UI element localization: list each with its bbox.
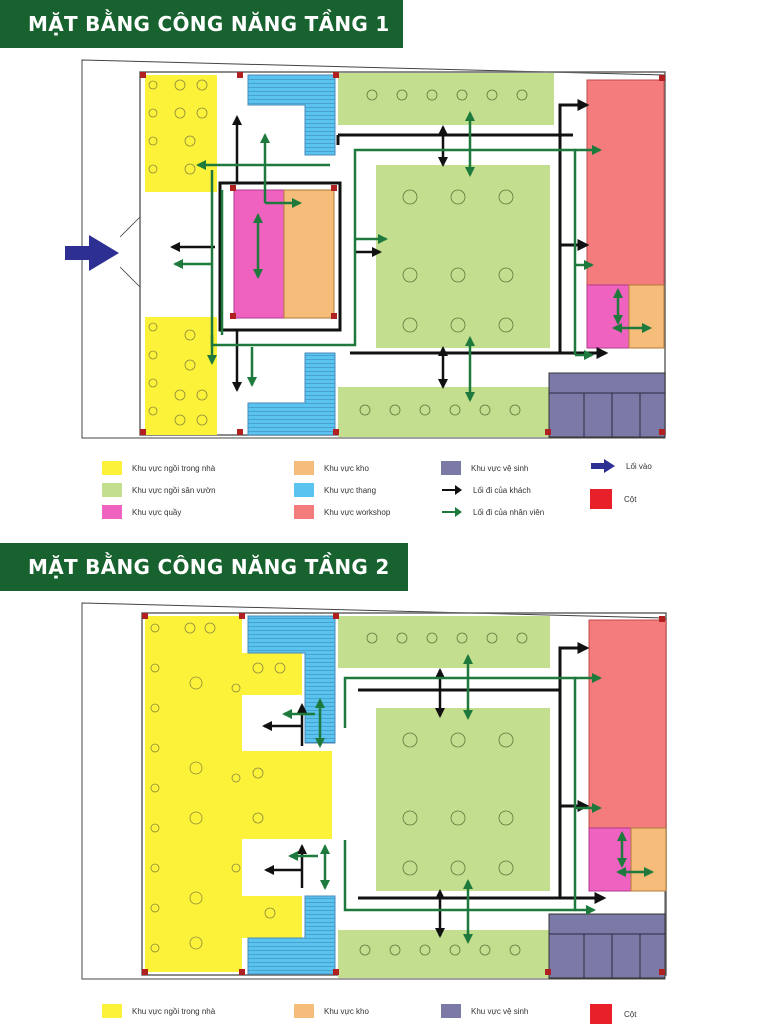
legend-counter: Khu vực quầy <box>102 505 181 519</box>
legend-indoor-swatch <box>102 461 122 475</box>
toilet-area <box>548 372 666 438</box>
legend-workshop: Khu vực workshop <box>294 505 390 519</box>
garden-top <box>338 73 554 125</box>
workshop-area <box>586 79 665 286</box>
legend2-column-swatch <box>590 1004 612 1024</box>
legend2-toilet-swatch <box>441 1004 461 1018</box>
legend-column: Cột <box>590 489 636 509</box>
indoor-seating-main <box>145 616 242 972</box>
legend-workshop-label: Khu vực workshop <box>324 507 391 517</box>
legend-storage-swatch <box>294 461 314 475</box>
floor1-title-banner: MẶT BẰNG CÔNG NĂNG TẦNG 1 <box>0 0 403 48</box>
floor1-title: MẶT BẰNG CÔNG NĂNG TẦNG 1 <box>28 12 390 36</box>
legend-storage: Khu vực kho <box>294 461 369 475</box>
storage-area <box>283 189 335 319</box>
stairs-bottom <box>247 352 336 436</box>
legend-staff-path-label: Lối đi của nhân viên <box>473 507 545 517</box>
legend-entrance: Lối vào <box>590 459 652 473</box>
garden-center <box>376 165 550 348</box>
legend-garden-label: Khu vực ngồi sân vườn <box>132 485 216 495</box>
legend-stairs-swatch <box>294 483 314 497</box>
legend-guest-path-label: Lối đi của khách <box>473 485 531 495</box>
floor2-plan <box>81 602 667 980</box>
legend2-column-label: Cột <box>624 1009 637 1019</box>
legend2-storage-label: Khu vực kho <box>324 1006 369 1016</box>
guest-path-arrow-icon <box>442 485 462 495</box>
legend2-storage: Khu vực kho <box>294 1004 369 1018</box>
legend-counter-label: Khu vực quầy <box>132 507 182 517</box>
staff-path-arrow-icon <box>442 507 462 517</box>
floor2-title: MẶT BẰNG CÔNG NĂNG TẦNG 2 <box>28 555 390 579</box>
legend-stairs: Khu vực thang <box>294 483 376 497</box>
floor2-title-banner: MẶT BẰNG CÔNG NĂNG TẦNG 2 <box>0 543 408 591</box>
garden-bottom <box>338 387 550 437</box>
legend-entrance-label: Lối vào <box>626 461 652 471</box>
legend-indoor: Khu vực ngồi trong nhà <box>102 461 215 475</box>
entrance-arrow-icon <box>65 235 119 271</box>
legend-column-label: Cột <box>624 494 637 504</box>
legend-indoor-label: Khu vực ngồi trong nhà <box>132 463 216 473</box>
legend-counter-swatch <box>102 505 122 519</box>
legend-toilet-swatch <box>441 461 461 475</box>
legend-column-swatch <box>590 489 612 509</box>
legend-toilet-label: Khu vực vệ sinh <box>471 463 529 473</box>
floor1-plan <box>65 59 666 439</box>
legend-storage-label: Khu vực kho <box>324 463 369 473</box>
entrance-legend-icon <box>591 459 615 473</box>
legend-toilet: Khu vực vệ sinh <box>441 461 528 475</box>
legend-guest-path: Lối đi của khách <box>441 483 531 497</box>
legend2-storage-swatch <box>294 1004 314 1018</box>
legend2-indoor-swatch <box>102 1004 122 1018</box>
indoor-seating-top <box>145 75 217 192</box>
workshop-counter <box>586 284 630 349</box>
stairs-top <box>247 74 336 156</box>
legend-garden-swatch <box>102 483 122 497</box>
stairs-bottom <box>247 895 336 975</box>
legend-stairs-label: Khu vực thang <box>324 485 377 495</box>
legend-workshop-swatch <box>294 505 314 519</box>
workshop-storage <box>628 284 665 349</box>
legend2-indoor: Khu vực ngồi trong nhà <box>102 1004 215 1018</box>
legend2-indoor-label: Khu vực ngồi trong nhà <box>132 1006 216 1016</box>
legend-garden: Khu vực ngồi sân vườn <box>102 483 216 497</box>
legend2-column: Cột <box>590 1004 636 1024</box>
legend2-toilet: Khu vực vệ sinh <box>441 1004 528 1018</box>
legend-staff-path: Lối đi của nhân viên <box>441 505 544 519</box>
legend2-toilet-label: Khu vực vệ sinh <box>471 1006 529 1016</box>
